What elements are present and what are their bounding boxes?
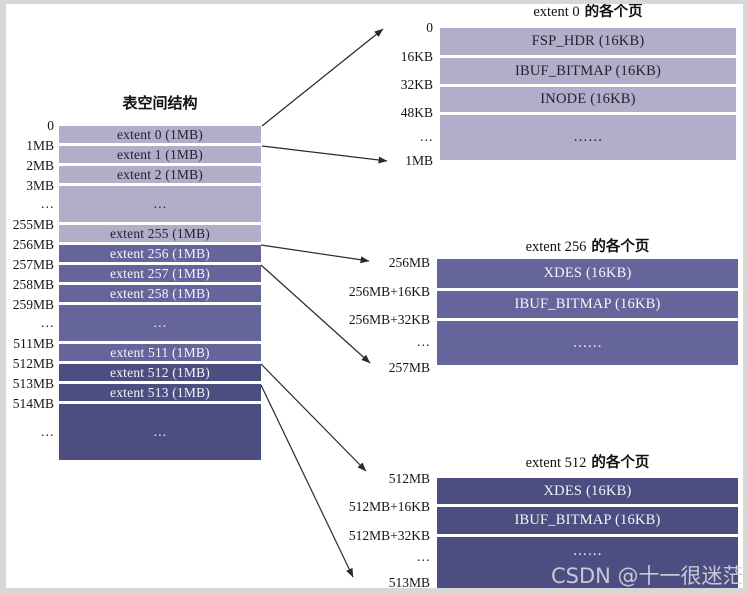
ellipsis-row: … xyxy=(59,305,261,341)
axis-label: 2MB xyxy=(26,158,54,173)
axis-label: 257MB xyxy=(388,360,430,375)
page-edge xyxy=(743,0,748,594)
ellipsis-row: …… xyxy=(437,321,738,365)
arrow-extent512-top-icon xyxy=(260,363,367,472)
panel-title-en: extent 0 xyxy=(533,4,580,20)
extent-row: extent 2 (1MB) xyxy=(59,166,261,183)
extent-row: extent 258 (1MB) xyxy=(59,285,261,302)
axis-label-ellipsis: … xyxy=(40,196,55,211)
axis-label: 0 xyxy=(426,20,433,35)
axis-label: 257MB xyxy=(12,257,54,272)
page-row: IBUF_BITMAP (16KB) xyxy=(437,507,738,534)
axis-label: 513MB xyxy=(12,376,54,391)
ellipsis-row: … xyxy=(59,404,261,460)
axis-label: 512MB+32KB xyxy=(348,528,430,543)
axis-label-ellipsis: … xyxy=(419,129,434,144)
extent-row: extent 1 (1MB) xyxy=(59,146,261,163)
axis-label: 513MB xyxy=(388,575,430,590)
axis-label: 255MB xyxy=(12,217,54,232)
axis-label: 1MB xyxy=(26,138,54,153)
page-row: XDES (16KB) xyxy=(437,478,738,504)
panel-title-en: extent 512 xyxy=(525,455,587,471)
axis-label: 32KB xyxy=(400,77,433,92)
watermark-text: CSDN @十一很迷茫 xyxy=(551,564,744,588)
axis-label: 1MB xyxy=(405,153,433,168)
axis-label-ellipsis: … xyxy=(40,315,55,330)
panel-title-en: extent 256 xyxy=(525,239,587,255)
page-row: IBUF_BITMAP (16KB) xyxy=(437,291,738,318)
axis-label-ellipsis: … xyxy=(40,424,55,439)
axis-label: 256MB+32KB xyxy=(348,312,430,327)
extent-row: extent 513 (1MB) xyxy=(59,384,261,401)
extent-row: extent 0 (1MB) xyxy=(59,126,261,143)
axis-label: 511MB xyxy=(13,336,54,351)
axis-label: 512MB+16KB xyxy=(348,499,430,514)
page-row: XDES (16KB) xyxy=(437,259,738,288)
panel-title-cjk: 的各个页 xyxy=(584,4,643,20)
page-row: FSP_HDR (16KB) xyxy=(440,28,736,55)
axis-label-ellipsis: … xyxy=(416,549,431,564)
extent-row: extent 511 (1MB) xyxy=(59,344,261,361)
page-edge xyxy=(0,0,6,594)
axis-label: 48KB xyxy=(400,105,433,120)
extent-row: extent 512 (1MB) xyxy=(59,364,261,381)
axis-label: 256MB xyxy=(388,255,430,270)
ellipsis-row: …… xyxy=(440,115,736,160)
axis-label: 512MB xyxy=(12,356,54,371)
ellipsis-row: … xyxy=(59,186,261,222)
axis-label-ellipsis: … xyxy=(416,334,431,349)
left-panel-title: 表空间结构 xyxy=(122,96,198,112)
axis-label: 514MB xyxy=(12,396,54,411)
axis-label: 258MB xyxy=(12,277,54,292)
axis-label: 256MB xyxy=(12,237,54,252)
extent-row: extent 255 (1MB) xyxy=(59,225,261,242)
axis-label: 259MB xyxy=(12,297,54,312)
page-row: IBUF_BITMAP (16KB) xyxy=(440,58,736,84)
axis-label: 512MB xyxy=(388,471,430,486)
page-row: INODE (16KB) xyxy=(440,87,736,112)
page-edge xyxy=(0,0,748,4)
axis-label: 3MB xyxy=(26,178,54,193)
extent-row: extent 257 (1MB) xyxy=(59,265,261,282)
axis-label: 256MB+16KB xyxy=(348,284,430,299)
ellipsis-row: …… xyxy=(437,537,738,590)
panel-title-cjk: 的各个页 xyxy=(591,239,650,255)
panel-title-cjk: 的各个页 xyxy=(591,455,650,471)
axis-label: 0 xyxy=(47,118,54,133)
extent-row: extent 256 (1MB) xyxy=(59,245,261,262)
axis-label: 16KB xyxy=(400,49,433,64)
page-edge xyxy=(0,588,748,594)
